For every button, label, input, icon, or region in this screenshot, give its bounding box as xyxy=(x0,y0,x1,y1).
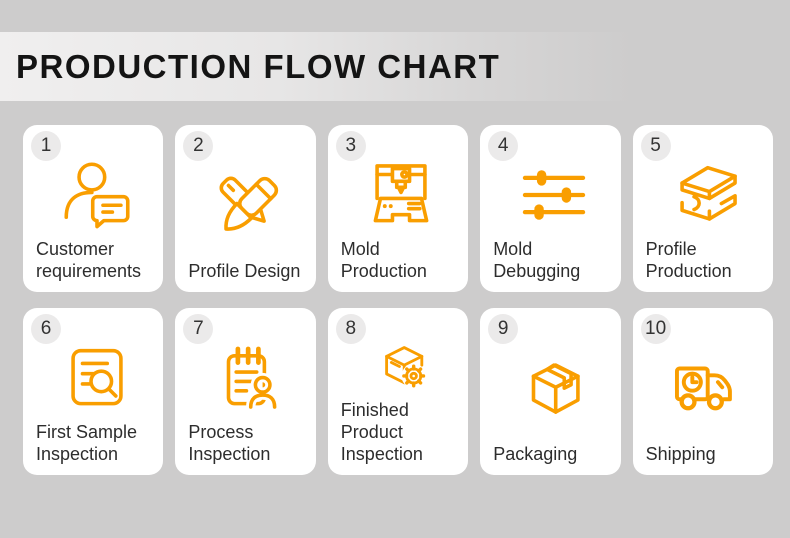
step-number-badge: 6 xyxy=(31,314,61,344)
step-label: Profile Production xyxy=(645,239,732,281)
step-icon xyxy=(493,320,614,443)
step-icon xyxy=(188,320,309,421)
step-number-badge: 7 xyxy=(183,314,214,344)
step-label: Process Inspection xyxy=(188,422,271,464)
production-flow-chart: { "header": { "title": "PRODUCTION FLOW … xyxy=(0,32,790,538)
step-number-badge: 2 xyxy=(183,131,214,161)
profile-production-icon xyxy=(680,165,738,221)
step-icon xyxy=(188,137,309,260)
customer-requirements-icon xyxy=(64,161,130,228)
step-label: Shipping xyxy=(645,444,716,464)
finished-product-inspection-icon xyxy=(385,346,426,389)
step-icon xyxy=(341,137,462,238)
step-icon xyxy=(493,137,614,238)
step-card: 1 Customer requirements xyxy=(23,125,164,292)
step-number-badge: 5 xyxy=(640,131,671,161)
step-icon xyxy=(646,320,767,443)
step-label: Mold Production xyxy=(340,239,427,281)
profile-design-icon xyxy=(219,175,279,231)
step-label: Packaging xyxy=(493,444,578,464)
step-label: First Sample Inspection xyxy=(36,422,138,464)
step-number-badge: 4 xyxy=(488,131,519,161)
shipping-icon xyxy=(675,366,733,410)
step-card: 10 Shipping xyxy=(632,308,773,475)
step-card: 7 Process Inspection xyxy=(175,308,316,475)
step-number-badge: 10 xyxy=(640,314,671,344)
steps-grid: 1 Customer requirements 2 xyxy=(23,125,773,475)
step-card: 4 Mold Debugging xyxy=(480,125,621,292)
step-icon xyxy=(646,137,767,238)
step-label: Customer requirements xyxy=(36,239,142,281)
first-sample-inspection-icon xyxy=(70,348,123,405)
step-number-badge: 9 xyxy=(488,314,519,344)
step-icon xyxy=(341,320,462,399)
process-inspection-icon xyxy=(226,346,280,412)
step-card: 3 Mold Production xyxy=(327,125,469,292)
mold-production-icon xyxy=(374,163,429,222)
mold-debugging-icon xyxy=(522,169,586,220)
step-card: 5 Profile Production xyxy=(632,125,773,292)
step-label: Mold Debugging xyxy=(493,239,581,281)
step-icon xyxy=(36,137,157,238)
header-banner: PRODUCTION FLOW CHART xyxy=(0,32,790,101)
step-card: 8 xyxy=(327,308,469,475)
step-label: Profile Design xyxy=(188,261,301,281)
step-icon xyxy=(36,320,157,421)
step-card: 2 Profile Design xyxy=(175,125,316,292)
packaging-icon xyxy=(531,362,580,414)
step-number-badge: 8 xyxy=(335,314,366,344)
step-number-badge: 3 xyxy=(335,131,366,161)
step-label: Finished Product Inspection xyxy=(340,400,423,464)
step-number-badge: 1 xyxy=(31,131,61,161)
page-title: PRODUCTION FLOW CHART xyxy=(16,47,501,85)
step-card: 9 Packaging xyxy=(480,308,621,475)
step-card: 6 First Sample Inspection xyxy=(23,308,164,475)
